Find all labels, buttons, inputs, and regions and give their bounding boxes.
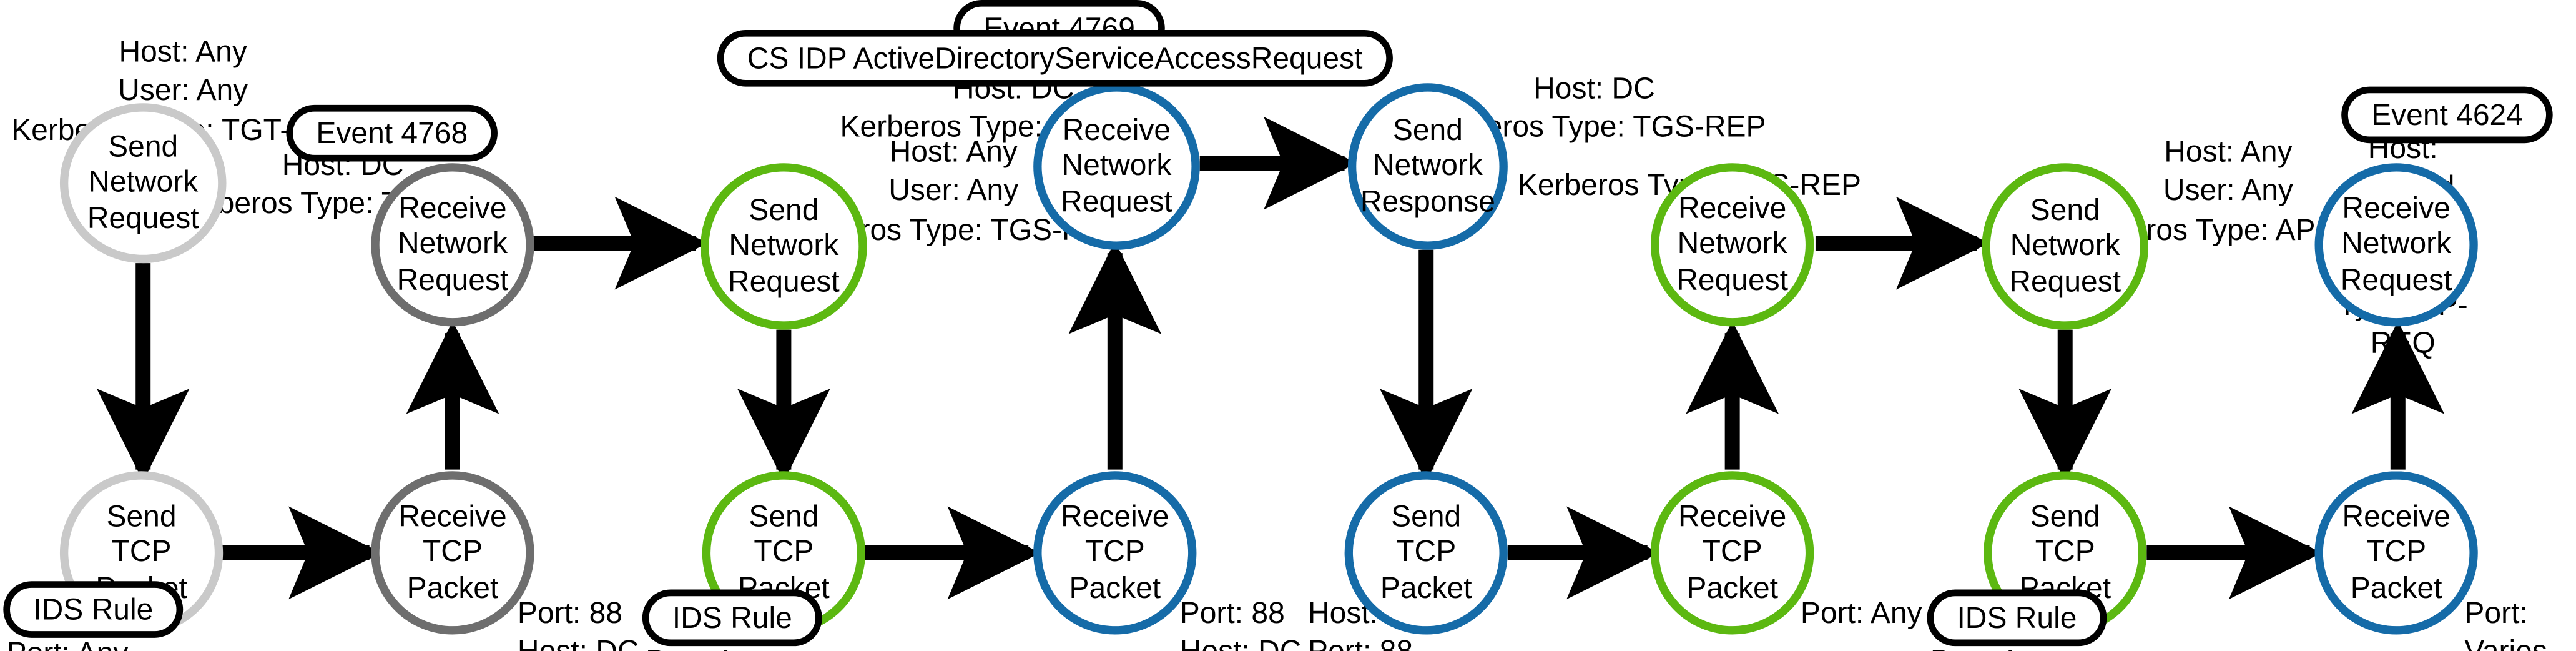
- node-label: Receive Network Request: [396, 191, 509, 296]
- badge-label: IDS Rule: [672, 600, 792, 634]
- badge-label: IDS Rule: [1957, 600, 2077, 634]
- node-send-network-request-client-tgs[interactable]: Send Network Request: [701, 163, 867, 330]
- node-receive-network-request-dc-tgt[interactable]: Receive Network Request: [371, 163, 534, 327]
- badge-ids-rule-3[interactable]: IDS Rule: [1927, 589, 2107, 647]
- badge-label: IDS Rule: [33, 592, 154, 625]
- annotation-dc-port-88-tgt: Port: 88 Host: DC: [517, 596, 639, 651]
- node-send-network-request-client-apreq[interactable]: Send Network Request: [1982, 163, 2148, 330]
- badge-event-4624[interactable]: Event 4624: [2341, 86, 2553, 144]
- node-label: Receive TCP Packet: [2342, 499, 2451, 604]
- node-label: Send Network Request: [728, 193, 840, 298]
- node-label: Receive Network Request: [2340, 191, 2452, 296]
- annotation-client-port-any-tgsrep: Port: Any: [1800, 596, 1922, 630]
- node-send-tcp-packet-dc-tgsrep[interactable]: Send TCP Packet: [1344, 471, 1508, 635]
- annotation-ids-port-any-1: Port: Any: [7, 635, 129, 651]
- node-receive-network-request-dc-tgs[interactable]: Receive Network Request: [1033, 83, 1200, 250]
- badge-label: Event 4624: [2371, 97, 2523, 131]
- node-receive-network-request-client-tgsrep[interactable]: Receive Network Request: [1651, 163, 1814, 327]
- node-label: Send Network Request: [2009, 193, 2121, 298]
- annotation-ids-port-any-2: Port: Any: [646, 643, 767, 651]
- annotation-dc-port-88-tgs: Port: 88 Host: DC: [1179, 596, 1302, 651]
- annotation-ids-port-any-3: Port: Any: [1930, 643, 2052, 651]
- node-receive-tcp-packet-client-tgsrep[interactable]: Receive TCP Packet: [1651, 471, 1814, 635]
- node-receive-network-request-service[interactable]: Receive Network Request: [2314, 163, 2478, 327]
- badge-cs-idp-activedirectoryserviceaccessrequest[interactable]: CS IDP ActiveDirectoryServiceAccessReque…: [717, 29, 1393, 87]
- node-send-network-response-dc[interactable]: Send Network Response: [1347, 83, 1508, 250]
- badge-label: Event 4768: [316, 116, 468, 149]
- node-receive-tcp-packet-service[interactable]: Receive TCP Packet: [2314, 471, 2478, 635]
- node-send-network-request-client-tgt[interactable]: Send Network Request: [59, 103, 227, 264]
- node-label: Send TCP Packet: [1380, 499, 1472, 604]
- badge-ids-rule-2[interactable]: IDS Rule: [642, 589, 822, 647]
- node-label: Send Network Request: [87, 130, 199, 234]
- badge-label: CS IDP ActiveDirectoryServiceAccessReque…: [747, 41, 1363, 74]
- annotation-client-tgs-req: Host: Any User: Any Kerberos Type: TGS-R…: [780, 134, 1128, 246]
- node-label: Receive Network Request: [1676, 191, 1788, 296]
- node-label: Receive TCP Packet: [398, 499, 507, 604]
- badge-event-4768[interactable]: Event 4768: [286, 104, 498, 162]
- node-label: Send Network Response: [1360, 113, 1495, 218]
- node-receive-tcp-packet-dc-tgt[interactable]: Receive TCP Packet: [371, 471, 534, 635]
- annotation-service-port-varies: Port: Varies Host: Desired Service: [2464, 596, 2547, 651]
- node-label: Receive TCP Packet: [1678, 499, 1787, 604]
- node-label: Receive Network Request: [1061, 113, 1172, 218]
- node-label: Receive TCP Packet: [1061, 499, 1169, 604]
- node-receive-tcp-packet-dc-tgs[interactable]: Receive TCP Packet: [1033, 471, 1197, 635]
- badge-ids-rule-1[interactable]: IDS Rule: [3, 581, 184, 638]
